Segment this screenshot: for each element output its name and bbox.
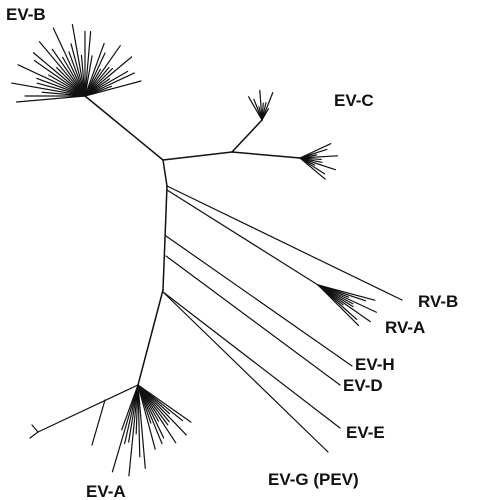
branch-trunk-middle bbox=[162, 185, 168, 291]
ev-b-leaf-7 bbox=[17, 64, 86, 97]
clade-label-rv-b: RV-B bbox=[418, 292, 458, 311]
ev-a-down-leaf-8 bbox=[121, 384, 139, 431]
clade-branches-rv bbox=[317, 284, 378, 327]
ev-b-leaf-18 bbox=[71, 23, 86, 97]
branch-ev-c-stem bbox=[162, 151, 233, 161]
branch-ev-g bbox=[162, 291, 329, 453]
ev-b-leaf-16 bbox=[68, 51, 86, 97]
ev-b-upper-leaf-7 bbox=[84, 56, 133, 97]
ev-b-leaf-14 bbox=[62, 56, 86, 97]
branch-ev-c-sub1 bbox=[231, 119, 263, 153]
ev-a-right-leaf-12 bbox=[137, 384, 156, 450]
ev-a-down-leaf-7 bbox=[111, 384, 139, 473]
branch-ev-a-side bbox=[91, 399, 106, 446]
tree-backbone bbox=[29, 95, 403, 453]
clade-label-ev-h: EV-H bbox=[355, 355, 395, 374]
clade-label-ev-d: EV-D bbox=[343, 376, 383, 395]
ev-a-down-leaf-4 bbox=[128, 384, 139, 477]
clade-branches-ev-b bbox=[11, 23, 142, 103]
ev-b-leaf-4 bbox=[11, 82, 86, 97]
ev-a-down-leaf-2 bbox=[137, 384, 141, 458]
ev-b-leaf-6 bbox=[36, 77, 86, 97]
tree-branches bbox=[11, 23, 403, 477]
rv-a-leaf-4 bbox=[317, 284, 378, 313]
ev-a-down-leaf-1 bbox=[137, 384, 146, 469]
ev-b-leaf-10 bbox=[32, 52, 86, 97]
clade-branches-ev-a bbox=[111, 384, 192, 477]
branch-ev-a-outlier-tip1 bbox=[31, 424, 39, 433]
ev-c-b-leaf-7 bbox=[299, 157, 336, 171]
ev-a-down-leaf-6 bbox=[124, 384, 139, 445]
ev-a-right-leaf-7 bbox=[137, 384, 177, 444]
branch-ev-a-outlier bbox=[37, 384, 139, 433]
clade-label-ev-c: EV-C bbox=[334, 91, 374, 110]
ev-b-upper-leaf-2 bbox=[84, 52, 106, 97]
ev-b-leaf-17 bbox=[70, 43, 86, 97]
branch-ev-a-outlier-tip2 bbox=[29, 431, 39, 439]
branch-rv-b bbox=[166, 185, 403, 301]
ev-b-leaf-21 bbox=[84, 30, 92, 97]
ev-a-right-leaf-4 bbox=[137, 384, 187, 436]
clade-label-ev-b: EV-B bbox=[6, 5, 46, 24]
ev-b-upper-leaf-4 bbox=[84, 45, 121, 97]
ev-b-upper-leaf-10 bbox=[84, 72, 135, 97]
ev-a-right-leaf-2 bbox=[137, 384, 184, 422]
ev-c-a-leaf-1 bbox=[248, 96, 263, 121]
ev-c-b-leaf-9 bbox=[299, 157, 326, 175]
rv-a-leaf-7 bbox=[317, 284, 371, 323]
ev-b-leaf-3 bbox=[41, 91, 86, 97]
clade-label-ev-g: EV-G (PEV) bbox=[268, 470, 359, 489]
ev-b-leaf-22 bbox=[84, 55, 93, 97]
branch-ev-h bbox=[165, 235, 353, 367]
ev-b-leaf-1 bbox=[15, 95, 86, 103]
clade-branches-ev-c bbox=[248, 89, 339, 180]
ev-c-a-leaf-8 bbox=[261, 108, 270, 121]
ev-b-leaf-12 bbox=[38, 41, 86, 97]
ev-b-leaf-9 bbox=[33, 59, 86, 97]
ev-a-right-leaf-9 bbox=[137, 384, 165, 439]
ev-b-upper-leaf-1 bbox=[84, 42, 105, 97]
ev-c-a-leaf-4 bbox=[259, 89, 263, 121]
ev-b-leaf-13 bbox=[51, 48, 86, 97]
ev-b-upper-leaf-12 bbox=[84, 80, 142, 97]
branch-ev-b-stem bbox=[84, 95, 164, 161]
ev-c-a-leaf-7 bbox=[261, 92, 274, 121]
ev-b-leaf-8 bbox=[48, 74, 86, 97]
ev-c-b-leaf-4 bbox=[299, 155, 339, 159]
ev-c-b-leaf-10 bbox=[299, 157, 326, 180]
branch-trunk-lower bbox=[137, 289, 164, 386]
ev-b-leaf-15 bbox=[52, 27, 86, 97]
rv-a-leaf-10 bbox=[317, 284, 360, 327]
branch-ev-e bbox=[162, 291, 341, 429]
ev-b-leaf-5 bbox=[36, 82, 86, 97]
ev-a-right-leaf-10 bbox=[137, 384, 163, 445]
clade-label-ev-e: EV-E bbox=[346, 423, 385, 442]
branch-ev-d bbox=[165, 255, 341, 386]
clade-label-rv-a: RV-A bbox=[385, 318, 425, 337]
clade-label-ev-a: EV-A bbox=[86, 482, 126, 500]
ev-b-upper-leaf-9 bbox=[84, 70, 129, 97]
ev-c-b-leaf-1 bbox=[299, 143, 332, 159]
branch-rv-a-stem bbox=[166, 189, 319, 286]
branch-ev-c-sub2 bbox=[231, 151, 301, 159]
ev-a-right-leaf-1 bbox=[137, 384, 192, 423]
branch-trunk-upper bbox=[162, 159, 168, 187]
